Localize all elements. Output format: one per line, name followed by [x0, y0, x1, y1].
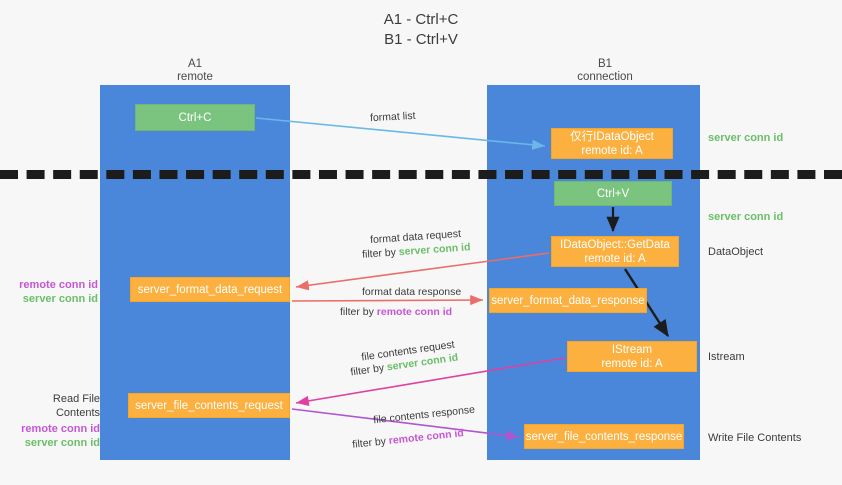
title-line-1: A1 - Ctrl+C	[383, 11, 459, 28]
node-server-format-data-request[interactable]: server_format_data_request	[130, 277, 290, 302]
annotation-istream: Istream	[708, 351, 745, 363]
annotation-server-conn-id: server conn id	[22, 293, 98, 305]
node-idataobject-getdata-subtitle: remote id: A	[584, 252, 646, 265]
node-istream[interactable]: IStream remote id: A	[567, 341, 697, 372]
annotation-server-conn-id: server conn id	[24, 437, 100, 449]
filter-key-server-conn-id: server conn id	[398, 241, 471, 259]
node-ctrl-v[interactable]: Ctrl+V	[554, 181, 672, 206]
arrow-format-data-response	[291, 294, 484, 306]
filter-prefix: filter by	[340, 306, 377, 318]
node-ctrl-c-label: Ctrl+C	[178, 111, 212, 124]
annotation-dataobject: DataObject	[708, 246, 764, 258]
node-ctrl-c[interactable]: Ctrl+C	[135, 104, 255, 131]
node-server-format-data-response-label: server_format_data_response	[491, 294, 645, 307]
lane-header-a1-role: remote	[177, 71, 213, 83]
annotation-read-file-contents-group: Read File Contents remote conn id server…	[8, 392, 100, 450]
lane-header-b1-name: B1	[597, 58, 613, 70]
node-server-format-data-response[interactable]: server_format_data_response	[489, 288, 647, 313]
edge-label-file-contents-response: file contents response	[372, 403, 476, 427]
filter-prefix: filter by	[361, 246, 400, 261]
filter-key-remote-conn-id: remote conn id	[376, 306, 453, 318]
lane-header-a1: A1 remote	[120, 58, 270, 84]
filter-prefix: filter by	[349, 361, 388, 379]
edge-label-format-data-response: format data response	[362, 286, 462, 298]
annotation-read-file-contents: Read File Contents	[52, 393, 100, 419]
filter-key-remote-conn-id: remote conn id	[388, 427, 465, 447]
node-istream-title: IStream	[611, 343, 653, 356]
node-format-list-idataobject-subtitle: remote id: A	[581, 144, 643, 157]
annotation-write-file-contents: Write File Contents	[708, 432, 802, 444]
annotation-remote-conn-id: remote conn id	[21, 423, 100, 435]
node-server-file-contents-response[interactable]: server_file_contents_response	[524, 424, 684, 449]
node-idataobject-getdata-title: IDataObject::GetData	[560, 238, 670, 251]
node-server-file-contents-request-label: server_file_contents_request	[135, 399, 283, 412]
annotation-conn-id-group-1: remote conn id server conn id	[8, 278, 98, 306]
node-format-list-idataobject[interactable]: 仅行IDataObject remote id: A	[551, 128, 673, 159]
lane-header-a1-name: A1	[187, 58, 203, 70]
annotation-server-conn-id-mid: server conn id	[708, 211, 784, 223]
title-line-2: B1 - Ctrl+V	[384, 31, 458, 48]
lane-header-b1: B1 connection	[530, 58, 680, 84]
annotation-server-conn-id-top: server conn id	[708, 132, 784, 144]
edge-label-format-list: format list	[369, 109, 416, 125]
node-istream-subtitle: remote id: A	[601, 357, 663, 370]
edge-label-format-data-response-filter: filter by remote conn id	[340, 305, 452, 319]
node-ctrl-v-label: Ctrl+V	[596, 187, 630, 200]
lane-header-b1-role: connection	[577, 71, 633, 83]
node-server-file-contents-response-label: server_file_contents_response	[525, 430, 683, 443]
node-server-format-data-request-label: server_format_data_request	[137, 283, 283, 296]
edge-label-file-contents-response-filter: filter by remote conn id	[352, 426, 465, 452]
node-format-list-idataobject-title: 仅行IDataObject	[570, 130, 654, 143]
filter-prefix: filter by	[351, 435, 390, 451]
node-idataobject-getdata[interactable]: IDataObject::GetData remote id: A	[551, 236, 679, 267]
node-server-file-contents-request[interactable]: server_file_contents_request	[128, 393, 290, 418]
annotation-remote-conn-id: remote conn id	[19, 279, 98, 291]
dashed-divider	[0, 170, 842, 179]
page-title: A1 - Ctrl+C B1 - Ctrl+V	[0, 10, 842, 50]
